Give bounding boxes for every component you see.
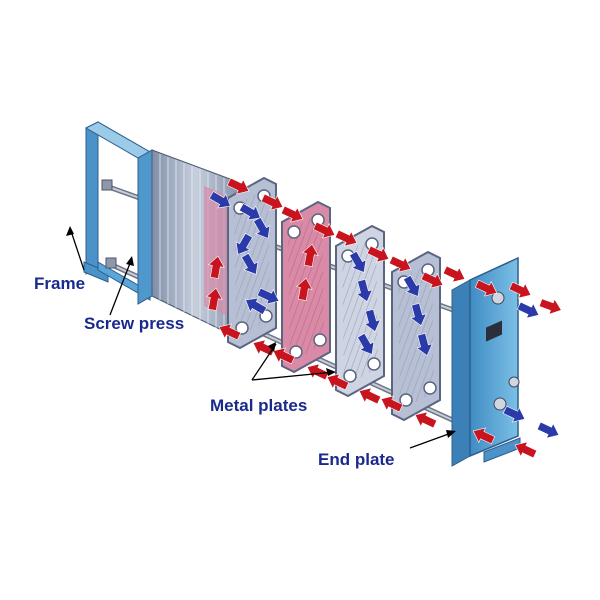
blue-arrow-icon bbox=[238, 203, 261, 221]
blue-arrow-icon bbox=[536, 421, 560, 439]
red-arrow-icon bbox=[326, 373, 350, 391]
red-arrow-icon bbox=[207, 255, 225, 279]
leader-arrowheads bbox=[66, 226, 456, 438]
red-arrow-icon bbox=[205, 287, 223, 311]
frame bbox=[83, 121, 152, 301]
red-arrow-icon bbox=[260, 193, 284, 211]
red-arrow-icon bbox=[334, 229, 358, 247]
blue-arrow-icon bbox=[410, 302, 427, 327]
blue-arrow-icon bbox=[516, 301, 540, 319]
flow-arrows bbox=[205, 177, 562, 459]
red-arrow-icon bbox=[218, 323, 242, 341]
red-arrow-icon bbox=[388, 255, 412, 273]
plate-stack bbox=[137, 149, 239, 339]
blue-arrow-icon bbox=[416, 332, 433, 357]
blue-arrow-icon bbox=[403, 274, 421, 297]
red-arrow-icon bbox=[380, 395, 404, 413]
red-arrow-icon bbox=[226, 177, 250, 195]
label-frame: Frame bbox=[34, 274, 86, 293]
red-arrow-icon bbox=[366, 245, 390, 263]
red-arrow-icon bbox=[295, 277, 313, 301]
red-arrow-icon bbox=[474, 279, 498, 297]
red-arrow-icon bbox=[358, 387, 382, 405]
red-arrow-icon bbox=[538, 298, 562, 315]
blue-arrow-icon bbox=[253, 216, 271, 239]
blue-arrow-icon bbox=[502, 405, 526, 423]
blue-arrow-icon bbox=[364, 308, 381, 333]
red-arrow-icon bbox=[280, 205, 304, 223]
blue-arrow-icon bbox=[241, 252, 259, 275]
blue-arrow-icon bbox=[208, 191, 231, 209]
red-arrow-icon bbox=[508, 281, 532, 299]
label-end-plate: End plate bbox=[318, 450, 395, 469]
red-arrow-icon bbox=[442, 265, 466, 283]
blue-arrow-icon bbox=[349, 250, 367, 273]
red-arrow-icon bbox=[514, 441, 538, 459]
red-arrow-icon bbox=[312, 221, 336, 239]
label-metal-plates: Metal plates bbox=[210, 396, 308, 415]
blue-arrow-icon bbox=[356, 278, 373, 303]
blue-arrow-icon bbox=[245, 297, 268, 315]
red-arrow-icon bbox=[472, 427, 496, 445]
red-arrow-icon bbox=[420, 271, 444, 289]
end-plate bbox=[451, 256, 521, 467]
label-screw-press: Screw press bbox=[84, 314, 185, 333]
red-arrow-icon bbox=[301, 243, 319, 267]
blue-arrow-icon bbox=[235, 232, 253, 255]
blue-arrow-icon bbox=[357, 332, 375, 355]
metal-plate-4 bbox=[391, 250, 441, 422]
blue-arrow-icon bbox=[256, 287, 280, 305]
red-arrow-icon bbox=[272, 347, 296, 365]
red-arrow-icon bbox=[414, 411, 438, 429]
